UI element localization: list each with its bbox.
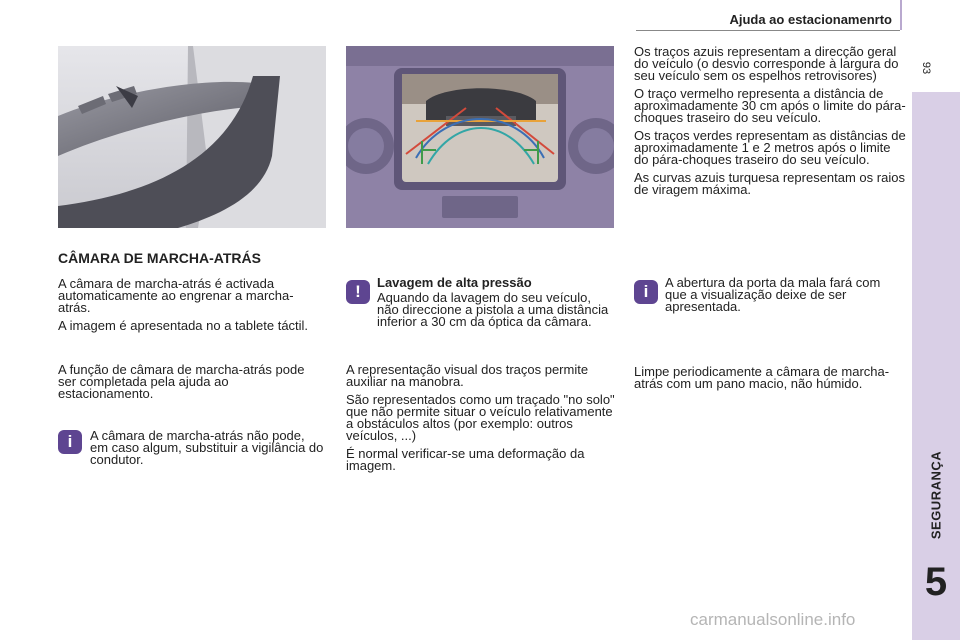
info-note-boot: A abertura da porta da mala fará com que… [665,275,903,319]
info-note-driver-text: A câmara de marcha-atrás não pode, em ca… [90,428,324,467]
rear-camera-photo [58,46,326,228]
header-vertical-rule [900,0,902,30]
section-label-text: SEGURANÇA [928,450,944,540]
info-icon: i [58,430,82,454]
chapter-number: 5 [924,560,948,604]
watermark: carmanualsonline.info [690,610,856,629]
section-heading: CÂMARA DE MARCHA-ATRÁS [58,250,261,266]
column-2-body: A representação visual dos traços permit… [346,362,616,478]
complement-text: A função de câmara de marcha-atrás pode … [58,362,305,401]
chapter-sidebar [912,92,960,640]
warning-title: Lavagem de alta pressão [377,275,532,290]
cleaning-text: Limpe periodicamente a câmara de marcha-… [634,364,890,391]
dashboard-screen-photo [346,46,614,228]
column-1-complement: A função de câmara de marcha-atrás pode … [58,362,320,406]
red-line-text: O traço vermelho representa a distância … [634,86,906,125]
info-note-boot-text: A abertura da porta da mala fará com que… [665,275,881,314]
green-lines-text: Os traços verdes representam as distânci… [634,128,906,167]
warning-note: Lavagem de alta pressão Aquando da lavag… [377,275,615,334]
warning-icon: ! [346,280,370,304]
rear-bumper-illustration [58,46,326,228]
blue-lines-text: Os traços azuis representam a direcção g… [634,44,899,83]
warning-text: Aquando da lavagem do seu veículo, não d… [377,290,609,329]
section-label: SEGURANÇA [912,430,960,560]
cleaning-note: Limpe periodicamente a câmara de marcha-… [634,364,906,396]
reversing-display-illustration [346,46,614,228]
ground-trace-text: São representados como um traçado "no so… [346,392,615,443]
display-text: A imagem é apresentada no a tablete táct… [58,318,309,333]
activation-text: A câmara de marcha-atrás é activada auto… [58,276,294,315]
column-1-intro: A câmara de marcha-atrás é activada auto… [58,276,320,338]
visual-aid-text: A representação visual dos traços permit… [346,362,589,389]
header-rule [636,30,900,31]
guide-lines-description: Os traços azuis representam a direcção g… [634,44,906,202]
page-number: 93 [920,61,932,75]
turquoise-curves-text: As curvas azuis turquesa representam os … [634,170,905,197]
running-header: Ajuda ao estacionamenrto [729,12,892,27]
info-icon-boot: i [634,280,658,304]
deformation-text: É normal verificar-se uma deformação da … [346,446,585,473]
info-note-driver: A câmara de marcha-atrás não pode, em ca… [90,428,324,472]
